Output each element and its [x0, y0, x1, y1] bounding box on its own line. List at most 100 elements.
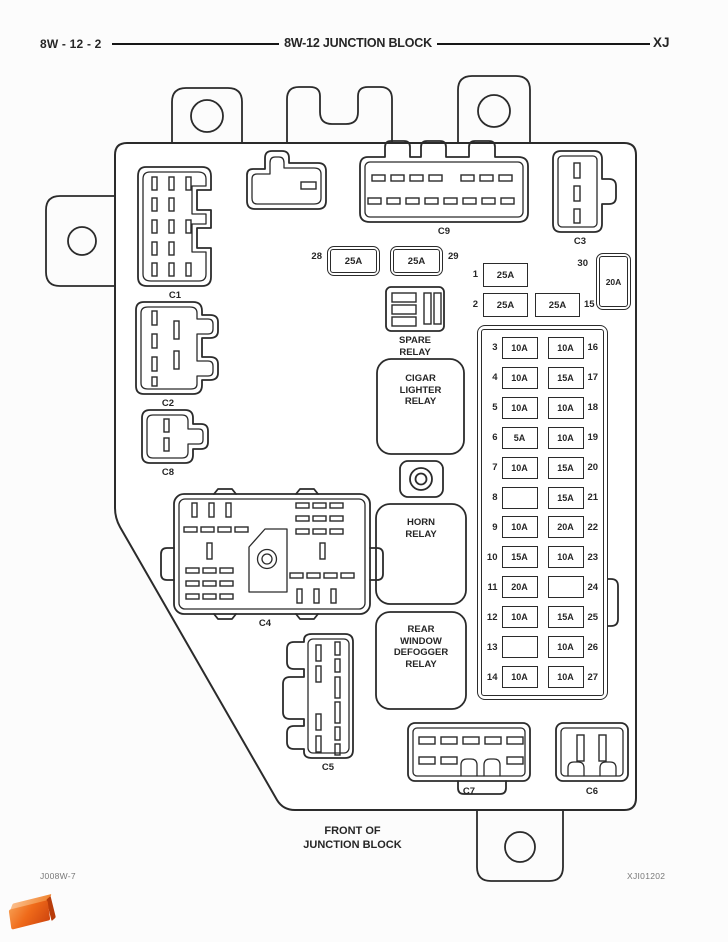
- fuse-number: 13: [486, 641, 498, 653]
- connector-c6-shape: [555, 722, 629, 782]
- fuse: 10A: [547, 636, 584, 659]
- fuse: 10A: [547, 546, 584, 569]
- fuse-number: 21: [587, 492, 599, 504]
- fuse-row: 7 10A 15A 20: [482, 456, 603, 480]
- fuse: 15A: [547, 606, 584, 629]
- fuse: 10A: [501, 456, 538, 479]
- fuse-number: 10: [486, 551, 498, 563]
- page-title: 8W-12 JUNCTION BLOCK: [284, 36, 432, 50]
- fuse-row: 3 10A 10A 16: [482, 336, 603, 360]
- connector-label-c4: C4: [258, 618, 272, 629]
- fuse: 15A: [547, 486, 584, 509]
- rear-defogger-relay-label: REAR WINDOW DEFOGGER RELAY: [393, 624, 449, 670]
- fuse-number: 20: [587, 462, 599, 474]
- fuse: [501, 486, 538, 509]
- fuse-row: 10 15A 10A 23: [482, 545, 603, 569]
- fuse-number: 3: [492, 342, 498, 354]
- fuse-28: 25A: [327, 246, 380, 276]
- connector-c2-shape: [135, 301, 219, 395]
- fuse-number: 26: [587, 641, 599, 653]
- fuse: 10A: [547, 396, 584, 419]
- fuse-row: 13 10A 26: [482, 635, 603, 659]
- connector-label-c9: C9: [437, 226, 451, 237]
- fuse-row: 4 10A 15A 17: [482, 366, 603, 390]
- horn-relay-box: [375, 503, 467, 605]
- fuse-row: 6 5A 10A 19: [482, 426, 603, 450]
- cigar-lighter-relay-box: [376, 358, 465, 455]
- connector-label-c7: C7: [462, 786, 476, 797]
- fuse-block-inner: 3 10A 10A 16 4 10A 15A 17 5 10A 10A 18 6…: [481, 329, 604, 696]
- fuse: 15A: [547, 366, 584, 389]
- mounting-hole: [67, 226, 97, 256]
- image-code: XJI01202: [627, 871, 666, 881]
- round-mount: [399, 460, 444, 498]
- connector-c5-shape: [282, 633, 354, 759]
- fuse-number: 14: [486, 671, 498, 683]
- fuse-30: 20A: [596, 253, 631, 310]
- connector-c9-shape: [359, 140, 529, 223]
- fuse: 10A: [501, 366, 538, 389]
- fuse-number: 5: [492, 402, 498, 414]
- spare-relay-icon: [385, 286, 445, 332]
- fuse-number: 25: [587, 611, 599, 623]
- figure-code: J008W-7: [40, 871, 76, 881]
- mounting-hole: [504, 831, 536, 863]
- fuse-row: 11 20A 24: [482, 575, 603, 599]
- fuse-block-side-tab: [607, 578, 619, 627]
- fuse-15-number: 15: [584, 299, 595, 310]
- fuse-29: 25A: [390, 246, 443, 276]
- fuse-number: 8: [492, 492, 498, 504]
- fuse: 20A: [547, 516, 584, 539]
- connector-label-c2: C2: [161, 398, 175, 409]
- fuse-28-amp: 25A: [330, 249, 377, 273]
- vehicle-code: XJ: [653, 35, 670, 50]
- fuse: 10A: [501, 396, 538, 419]
- fuse-2-number: 2: [472, 299, 478, 310]
- connector-label-c8: C8: [161, 467, 175, 478]
- fuse-number: 12: [486, 611, 498, 623]
- fuse-row: 9 10A 20A 22: [482, 515, 603, 539]
- rear-defogger-relay-box: [375, 611, 467, 710]
- connector-c3-shape: [552, 150, 617, 233]
- fuse-28-number: 28: [311, 251, 322, 262]
- header-rule-right: [437, 43, 650, 45]
- fuse-number: 9: [492, 521, 498, 533]
- fuse: 10A: [501, 606, 538, 629]
- mounting-hole: [477, 94, 511, 128]
- fuse: [547, 576, 584, 599]
- connector-c7-shape: [407, 722, 531, 795]
- connector-small-shape: [246, 150, 327, 210]
- fuse-row: 8 15A 21: [482, 486, 603, 510]
- fuse: 5A: [501, 426, 538, 449]
- mounting-tabs: [45, 75, 564, 882]
- fuse: 15A: [547, 456, 584, 479]
- fuse-number: 16: [587, 342, 599, 354]
- connector-label-c6: C6: [585, 786, 599, 797]
- fuse-row: 5 10A 10A 18: [482, 396, 603, 420]
- fuse-number: 17: [587, 372, 599, 384]
- fuse-1: 25A: [483, 263, 528, 287]
- spare-relay-label: SPARE RELAY: [398, 335, 432, 358]
- header-rule-left: [112, 43, 279, 45]
- connector-label-c5: C5: [321, 762, 335, 773]
- fuse: 15A: [501, 546, 538, 569]
- fuse-number: 11: [487, 581, 498, 593]
- page-number: 8W - 12 - 2: [40, 37, 102, 51]
- fuse: 10A: [501, 336, 538, 359]
- fuse-number: 4: [492, 372, 498, 384]
- connector-c1-shape: [137, 166, 212, 287]
- connector-label-c1: C1: [168, 290, 182, 301]
- fuse-number: 18: [587, 402, 599, 414]
- connector-c8-shape: [141, 409, 209, 464]
- fuse-29-number: 29: [448, 251, 459, 262]
- mounting-hole: [190, 99, 224, 133]
- fuse-row: 12 10A 15A 25: [482, 605, 603, 629]
- fuse: 10A: [547, 336, 584, 359]
- front-of-junction-block-label: FRONT OF JUNCTION BLOCK: [303, 825, 402, 851]
- fuse-block-outer: [477, 325, 608, 700]
- fuse-30-number: 30: [577, 258, 588, 269]
- fuse: [501, 636, 538, 659]
- horn-relay-label: HORN RELAY: [405, 517, 437, 540]
